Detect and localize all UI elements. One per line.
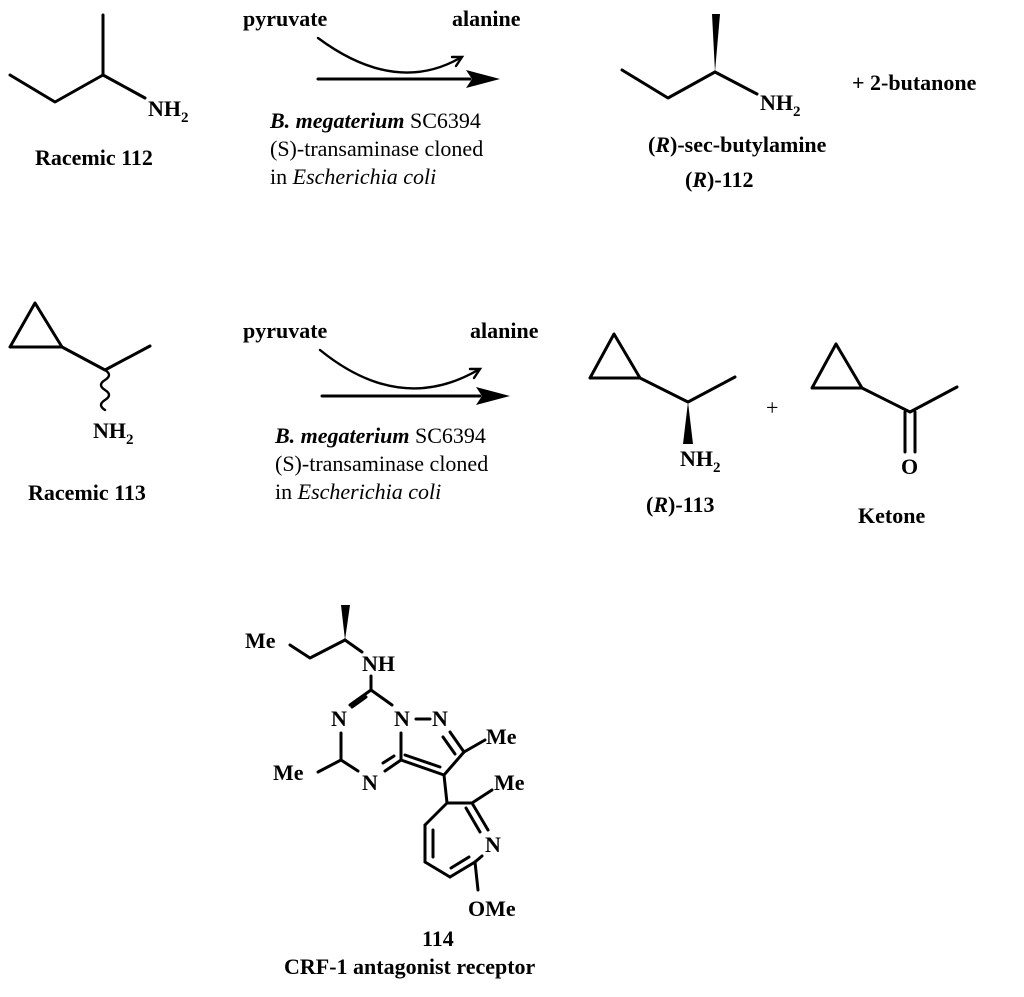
r-112-c-n-bond: [713, 70, 759, 96]
c114-triazine-bond-1b: [350, 695, 368, 709]
ketone-chain: [860, 385, 959, 414]
c114-me-right: Me: [486, 724, 517, 749]
c114-me-pyridine: Me: [494, 770, 525, 795]
reaction-arrow-2-head: [476, 387, 510, 405]
c114-pyrazole-bond-3b: [403, 753, 442, 769]
r-112-skeleton: [620, 68, 717, 100]
c114-triazine-bond-6b: [381, 754, 396, 765]
reaction-arrow-1-head: [466, 70, 500, 88]
r-112-nh2: NH2: [760, 90, 801, 120]
r-112-wedge-bond: [712, 14, 720, 72]
curved-arrowhead-2: [468, 367, 483, 380]
reaction-1: NH2 Racemic 112 pyruvate alanine B. mega…: [8, 6, 977, 192]
c114-pyr-bond-4b: [449, 855, 471, 870]
coproduct-2-butanone: + 2-butanone: [852, 70, 977, 95]
c114-triazine-bond-6: [383, 758, 403, 773]
c114-pyr-bond-1: [423, 801, 449, 827]
c114-n-pyridine: N: [485, 832, 501, 857]
c114-me-top: Me: [245, 628, 276, 653]
racemic-112-skeleton: [8, 13, 105, 104]
r-113-id: (R)-113: [646, 492, 714, 517]
c114-pyrazole-bond-1: [448, 730, 466, 754]
racemic-113-label: Racemic 113: [28, 480, 146, 505]
c114-id: 114: [422, 926, 454, 951]
c114-triazine-bond-2: [369, 688, 394, 707]
catalyst-line2-r2: (S)-transaminase cloned: [275, 451, 488, 476]
c114-pyr-bond-3: [423, 860, 452, 879]
r-113-cyclopropyl: [588, 332, 642, 380]
r-112-id: (R)-112: [685, 167, 753, 192]
catalyst-line1-r1: B. megaterium SC6394: [269, 108, 481, 133]
reagent-alanine-1: alanine: [452, 6, 521, 31]
c114-pyr-bond-4: [448, 860, 477, 879]
c114-pyrazole-bond-3: [399, 758, 446, 777]
ketone-oxygen: O: [901, 454, 918, 479]
reagent-pyruvate-1: pyruvate: [243, 6, 328, 31]
racemic-112-nh2: NH2: [148, 96, 189, 126]
catalyst-line3-r2: in Escherichia coli: [275, 479, 441, 504]
c114-nh: NH: [362, 651, 395, 676]
c114-me-right-bond: [462, 738, 487, 754]
c114-pyr-bond-6: [470, 801, 490, 832]
catalyst-line3-r1: in Escherichia coli: [270, 164, 436, 189]
c114-pyr-bond-5: [473, 854, 484, 864]
c114-sec-butyl-chain: [288, 638, 347, 660]
c114-ome-bond: [473, 860, 480, 892]
compound-114: Me NH N N N Me N Me: [245, 605, 536, 979]
racemic-113-nh2: NH2: [93, 418, 134, 448]
racemic-112-label: Racemic 112: [35, 145, 153, 170]
r-112-name: (R)-sec-butylamine: [648, 132, 827, 157]
c114-n-pyrazole: N: [432, 706, 448, 731]
r-113-chain: [638, 375, 737, 404]
c114-pyr-link: [442, 773, 449, 805]
c114-n2: N: [394, 706, 410, 731]
racemic-113-wavy-bond: [99, 368, 111, 412]
racemic-113-chain: [60, 344, 152, 372]
reaction-2: NH2 Racemic 113 pyruvate alanine B. mega…: [8, 301, 959, 528]
c114-pyrazole-bond-1b: [441, 735, 457, 756]
c114-wedge-bond: [341, 605, 350, 640]
cofactor-curved-arrow-2: [318, 348, 480, 390]
c114-me-left-bond: [316, 758, 343, 774]
reagent-alanine-2: alanine: [470, 318, 539, 343]
r-113-nh2: NH2: [680, 446, 721, 476]
ketone-label: Ketone: [858, 503, 925, 528]
c114-triazine-bond-1: [348, 688, 373, 707]
cofactor-curved-arrow-1: [316, 36, 462, 74]
ketone-cyclopropyl: [810, 342, 864, 390]
racemic-112-c-n-bond: [101, 73, 147, 100]
c114-ch-nh-bond: [343, 638, 364, 654]
racemic-113-cyclopropyl: [8, 301, 64, 349]
catalyst-line1-r2: B. megaterium SC6394: [274, 423, 486, 448]
c114-description: CRF-1 antagonist receptor: [284, 954, 536, 979]
reagent-pyruvate-2: pyruvate: [243, 318, 328, 343]
c114-pyr-bond-6b: [464, 806, 482, 834]
catalyst-line2-r1: (S)-transaminase cloned: [270, 136, 483, 161]
c114-me-left: Me: [273, 760, 304, 785]
r-113-wedge-bond: [683, 402, 693, 444]
c114-me-pyr-bond: [470, 788, 494, 805]
plus-sign: +: [766, 395, 778, 420]
c114-n3: N: [362, 770, 378, 795]
c114-pyrazole-bond-2: [442, 750, 466, 777]
c114-ome: OMe: [468, 896, 516, 921]
c114-n1: N: [331, 706, 347, 731]
curved-arrowhead-1: [450, 55, 465, 68]
c114-triazine-bond-5: [339, 758, 360, 773]
